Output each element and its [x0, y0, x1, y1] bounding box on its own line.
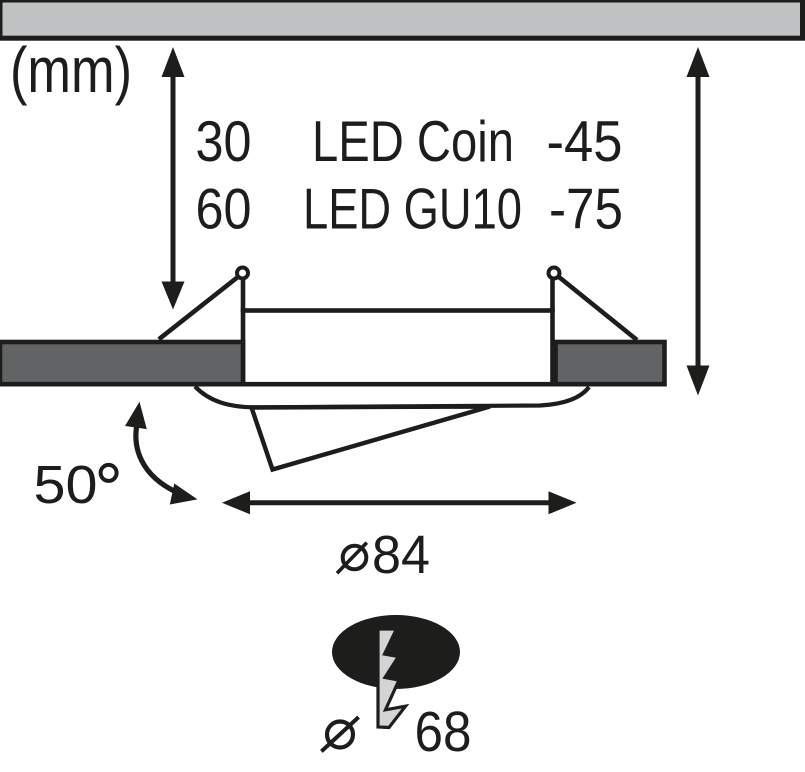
svg-text:LED Coin: LED Coin — [312, 110, 514, 174]
svg-text:(mm): (mm) — [10, 34, 132, 106]
svg-text:-45: -45 — [547, 110, 623, 174]
svg-text:68: 68 — [415, 700, 472, 764]
svg-text:50: 50 — [34, 455, 98, 515]
svg-text:60: 60 — [196, 178, 252, 242]
svg-text:LED GU10: LED GU10 — [303, 178, 522, 242]
svg-text:84: 84 — [372, 525, 430, 585]
svg-text:-75: -75 — [549, 178, 623, 242]
svg-text:30: 30 — [196, 110, 252, 174]
